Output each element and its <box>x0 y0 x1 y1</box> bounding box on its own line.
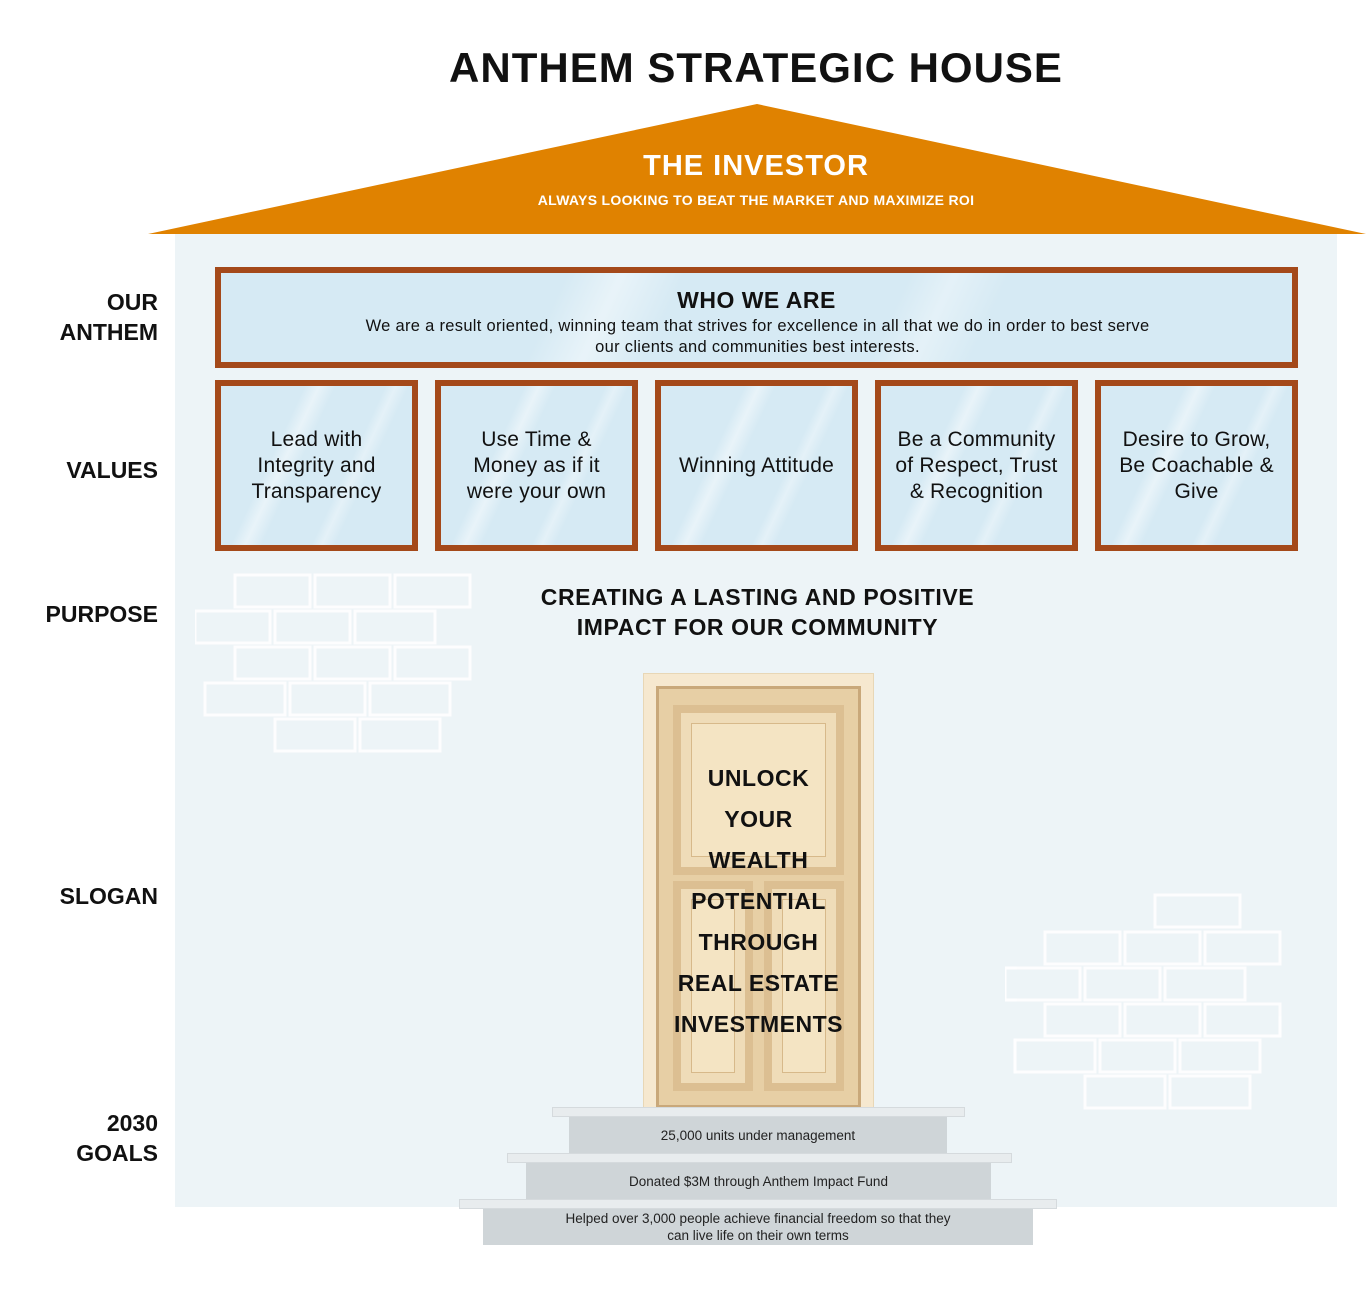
roof <box>148 104 1366 234</box>
page-title: ANTHEM STRATEGIC HOUSE <box>449 44 1063 91</box>
slogan-line-5: THROUGH <box>698 929 819 955</box>
door-panel-bottom-left <box>673 881 753 1091</box>
value-text-2: Use Time & Money as if it were your own <box>466 427 607 503</box>
step-1-tread <box>552 1107 965 1117</box>
who-we-are-text-line2: our clients and communities best interes… <box>595 338 920 356</box>
value-window-2: Use Time & Money as if it were your own <box>435 380 638 551</box>
label-our-anthem: OUR ANTHEM <box>20 287 158 347</box>
value-window-4: Be a Community of Respect, Trust & Recog… <box>875 380 1078 551</box>
door <box>656 686 861 1108</box>
slogan-text: UNLOCK YOUR WEALTH POTENTIAL THROUGH REA… <box>656 758 861 1045</box>
label-goals-line1: 2030 <box>106 1110 158 1136</box>
brick-pattern-left <box>195 573 472 753</box>
purpose-line2: IMPACT FOR OUR COMMUNITY <box>576 614 939 640</box>
label-values: VALUES <box>66 457 158 483</box>
value-text-4: Be a Community of Respect, Trust & Recog… <box>895 427 1058 503</box>
label-goals-line2: GOALS <box>76 1140 158 1166</box>
goal-step-3: Helped over 3,000 people achieve financi… <box>483 1209 1033 1245</box>
slogan-line-7: INVESTMENTS <box>673 1011 844 1037</box>
label-our-anthem-line1: OUR <box>106 289 158 315</box>
value-window-3: Winning Attitude <box>655 380 858 551</box>
value-text-5: Desire to Grow, Be Coachable & Give <box>1119 427 1274 503</box>
step-2-tread <box>507 1153 1012 1163</box>
roof-shape <box>148 104 1366 234</box>
label-our-anthem-line2: ANTHEM <box>59 319 158 345</box>
roof-title: THE INVESTOR <box>643 150 869 182</box>
value-text-3: Winning Attitude <box>679 453 834 477</box>
slogan-line-6: REAL ESTATE <box>677 970 840 996</box>
who-we-are-text: We are a result oriented, winning team t… <box>311 316 1204 358</box>
value-window-1: Lead with Integrity and Transparency <box>215 380 418 551</box>
step-3-tread <box>459 1199 1057 1209</box>
who-we-are-title: WHO WE ARE <box>677 287 836 313</box>
brick-pattern-right <box>1005 893 1282 1110</box>
door-panel-top <box>673 705 844 875</box>
slogan-line-2: YOUR <box>724 806 793 832</box>
purpose-line1: CREATING A LASTING AND POSITIVE <box>540 584 975 610</box>
roof-subtitle: ALWAYS LOOKING TO BEAT THE MARKET AND MA… <box>537 192 975 208</box>
label-slogan: SLOGAN <box>59 883 158 909</box>
purpose-text: CREATING A LASTING AND POSITIVE IMPACT F… <box>480 582 1035 642</box>
slogan-line-1: UNLOCK <box>707 765 810 791</box>
who-we-are-text-line1: We are a result oriented, winning team t… <box>365 317 1150 335</box>
label-purpose: PURPOSE <box>45 601 158 627</box>
goal-step-1: 25,000 units under management <box>569 1117 947 1153</box>
label-goals: 2030 GOALS <box>20 1108 158 1168</box>
slogan-line-3: WEALTH <box>708 847 809 873</box>
value-window-5: Desire to Grow, Be Coachable & Give <box>1095 380 1298 551</box>
value-text-1: Lead with Integrity and Transparency <box>251 427 382 503</box>
goal-step-2: Donated $3M through Anthem Impact Fund <box>526 1163 991 1199</box>
goal-step-3-line2: can live life on their own terms <box>667 1228 849 1243</box>
door-panel-bottom-right <box>764 881 844 1091</box>
who-we-are-window: WHO WE ARE We are a result oriented, win… <box>215 267 1298 368</box>
goal-step-3-line1: Helped over 3,000 people achieve financi… <box>565 1211 951 1226</box>
slogan-line-4: POTENTIAL <box>691 888 826 914</box>
